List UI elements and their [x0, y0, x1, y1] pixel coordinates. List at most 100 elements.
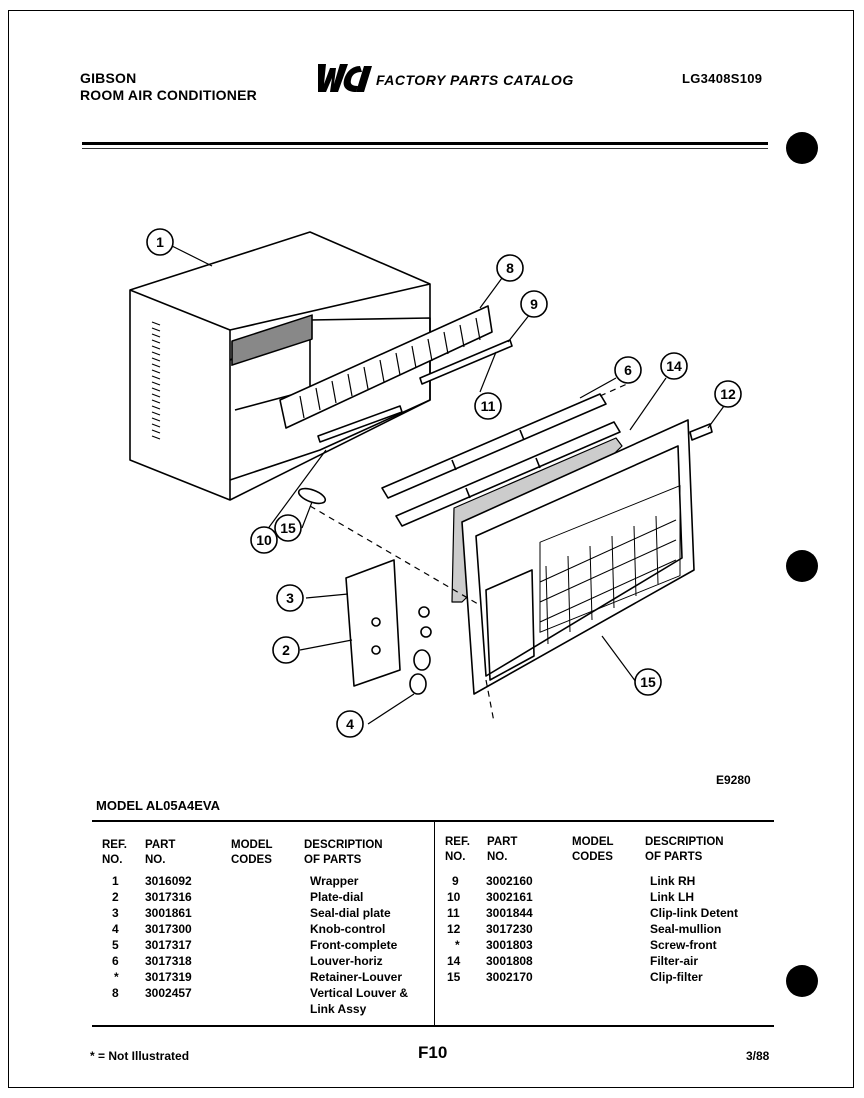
table-row: 10 3002161 Link LH — [0, 890, 780, 906]
brand-name: GIBSON — [80, 70, 137, 86]
callout-12: 12 — [720, 386, 736, 402]
callout-4: 4 — [346, 716, 354, 732]
part-no: 3017319 — [145, 970, 192, 984]
catalog-title: FACTORY PARTS CATALOG — [376, 72, 574, 88]
description: Clip-link Detent — [650, 906, 739, 920]
vertical-louver-assembly — [279, 305, 493, 429]
table-row: 1 3016092 Wrapper — [0, 874, 430, 890]
callout-10: 10 — [256, 532, 272, 548]
table-top-rule — [92, 820, 774, 822]
part-no: 3002170 — [486, 970, 533, 984]
catalog-number: LG3408S109 — [682, 71, 763, 86]
ref-no: 11 — [447, 906, 460, 920]
description: Seal-mullion — [650, 922, 722, 936]
header-model-codes-right: MODEL CODES — [572, 836, 614, 863]
description: Seal-dial plate — [310, 906, 391, 920]
part-no: 3016092 — [145, 874, 192, 888]
ref-no: 1 — [112, 874, 119, 888]
header-ref-no: REF. NO. — [102, 839, 127, 866]
table-row: 15 3002170 Clip-filter — [0, 970, 780, 986]
model-title: MODEL AL05A4EVA — [96, 798, 221, 813]
ref-no: 2 — [112, 890, 119, 904]
diagram-code: E9280 — [716, 773, 751, 787]
callout-1: 1 — [156, 234, 164, 250]
not-illustrated-note: * = Not Illustrated — [90, 1049, 190, 1063]
dial-plate — [345, 559, 401, 687]
description: Vertical Louver & — [310, 986, 409, 1000]
exploded-parts-diagram: 1 8 9 11 6 14 12 10 15 3 2 4 15 — [129, 228, 742, 738]
callout-2: 2 — [282, 642, 290, 658]
part-no: 3001803 — [486, 938, 533, 952]
page-number: F10 — [418, 1043, 448, 1062]
clip-filter-small — [297, 487, 327, 505]
header-model-codes: MODEL CODES — [231, 839, 273, 866]
header-rule-thin — [82, 148, 768, 149]
control-knobs — [409, 606, 432, 695]
horizontal-louvers — [381, 393, 621, 527]
table-divider — [434, 822, 435, 1025]
binder-hole-bottom — [786, 965, 818, 997]
description: Knob-control — [310, 922, 386, 936]
part-no: 3001844 — [486, 906, 533, 920]
description: Link RH — [650, 874, 696, 888]
part-no: 3017300 — [145, 922, 192, 936]
table-row: 14 3001808 Filter-air — [0, 954, 780, 970]
wrapper-cabinet — [129, 231, 431, 501]
ref-no: 6 — [112, 954, 119, 968]
description: Louver-horiz — [310, 954, 383, 968]
binder-hole-middle — [786, 550, 818, 582]
wci-logo — [318, 64, 372, 92]
part-no: 3017318 — [145, 954, 192, 968]
part-no: 3001861 — [145, 906, 192, 920]
table-bottom-rule — [92, 1025, 774, 1027]
binder-hole-top — [786, 132, 818, 164]
header-left: GIBSON ROOM AIR CONDITIONER — [80, 70, 257, 104]
callout-3: 3 — [286, 590, 294, 606]
header-part-no-right: PART NO. — [487, 836, 518, 863]
table-row: 11 3001844 Clip-link Detent — [0, 906, 780, 922]
ref-no: * — [114, 970, 119, 984]
ref-no: 10 — [447, 890, 461, 904]
ref-no: 14 — [447, 954, 461, 968]
callout-15-clip: 15 — [280, 520, 296, 536]
callout-14: 14 — [666, 358, 682, 374]
description: Filter-air — [650, 954, 699, 968]
ref-no: 15 — [447, 970, 461, 984]
header-ref-no-right: REF. NO. — [445, 836, 470, 863]
header-description-right: DESCRIPTION OF PARTS — [645, 836, 724, 863]
description: Plate-dial — [310, 890, 364, 904]
ref-no: 9 — [452, 874, 459, 888]
table-row: Link Assy — [0, 1002, 430, 1018]
table-row: 6 3017318 Louver-horiz — [0, 954, 430, 970]
part-no: 3002457 — [145, 986, 192, 1000]
ref-no: * — [455, 938, 460, 952]
table-row: 2 3017316 Plate-dial — [0, 890, 430, 906]
header-rule — [82, 142, 768, 145]
description-continued: Link Assy — [310, 1002, 367, 1016]
page-frame — [8, 10, 854, 1088]
part-no: 3002161 — [486, 890, 533, 904]
description: Link LH — [650, 890, 694, 904]
header-description: DESCRIPTION OF PARTS — [304, 839, 383, 866]
description: Clip-filter — [650, 970, 703, 984]
description: Wrapper — [310, 874, 359, 888]
product-name: ROOM AIR CONDITIONER — [80, 87, 257, 103]
revision-date: 3/88 — [746, 1049, 770, 1063]
callout-9: 9 — [530, 296, 538, 312]
part-no: 3001808 — [486, 954, 533, 968]
part-no: 3017317 — [145, 938, 192, 952]
part-no: 3017316 — [145, 890, 192, 904]
part-no: 3017230 — [486, 922, 533, 936]
callout-8: 8 — [506, 260, 514, 276]
seal-mullion — [689, 423, 713, 441]
link-rh — [419, 339, 513, 385]
